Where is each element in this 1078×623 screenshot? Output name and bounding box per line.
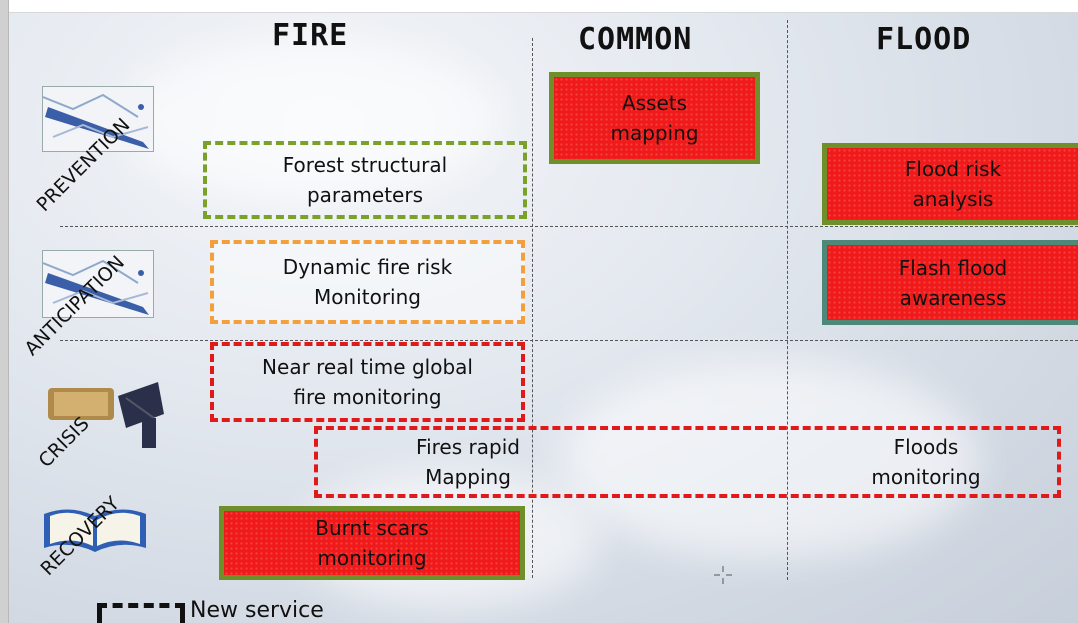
- anticipation-map-image: [42, 250, 154, 318]
- service-floods-monitoring: Floods monitoring: [871, 435, 981, 489]
- service-flood-risk-analysis: Flood risk analysis: [822, 143, 1078, 225]
- row-divider-prevention: [60, 226, 1078, 227]
- service-burnt-scars-monitoring: Burnt scars monitoring: [219, 506, 525, 580]
- cloud-shape: [120, 40, 500, 200]
- prevention-map-image: [42, 86, 154, 152]
- column-divider-left: [532, 38, 533, 578]
- window-left-edge: [0, 0, 9, 623]
- crosshair-cursor-icon: [714, 566, 732, 584]
- service-assets-mapping: Assets mapping: [549, 72, 760, 164]
- service-rapid-mapping-group: Fires rapid Mapping Floods monitoring: [314, 426, 1061, 498]
- column-divider-right: [787, 20, 788, 580]
- legend-dashed-box-icon: [97, 603, 185, 623]
- column-header-common: COMMON: [578, 22, 693, 57]
- window-top-edge: [0, 0, 1078, 13]
- service-forest-structural-parameters: Forest structural parameters: [203, 141, 527, 219]
- legend-new-service: New service: [190, 598, 324, 623]
- satellite-image: [46, 378, 166, 450]
- service-flash-flood-awareness: Flash flood awareness: [822, 240, 1078, 325]
- service-dynamic-fire-risk: Dynamic fire risk Monitoring: [210, 240, 525, 324]
- column-header-fire: FIRE: [272, 18, 349, 53]
- column-header-flood: FLOOD: [876, 22, 972, 57]
- service-fires-rapid-mapping: Fires rapid Mapping: [416, 435, 520, 489]
- book-image: [40, 498, 150, 556]
- service-nrt-fire-monitoring: Near real time global fire monitoring: [210, 342, 525, 422]
- cloud-shape: [560, 360, 980, 560]
- row-divider-anticipation: [60, 340, 1078, 341]
